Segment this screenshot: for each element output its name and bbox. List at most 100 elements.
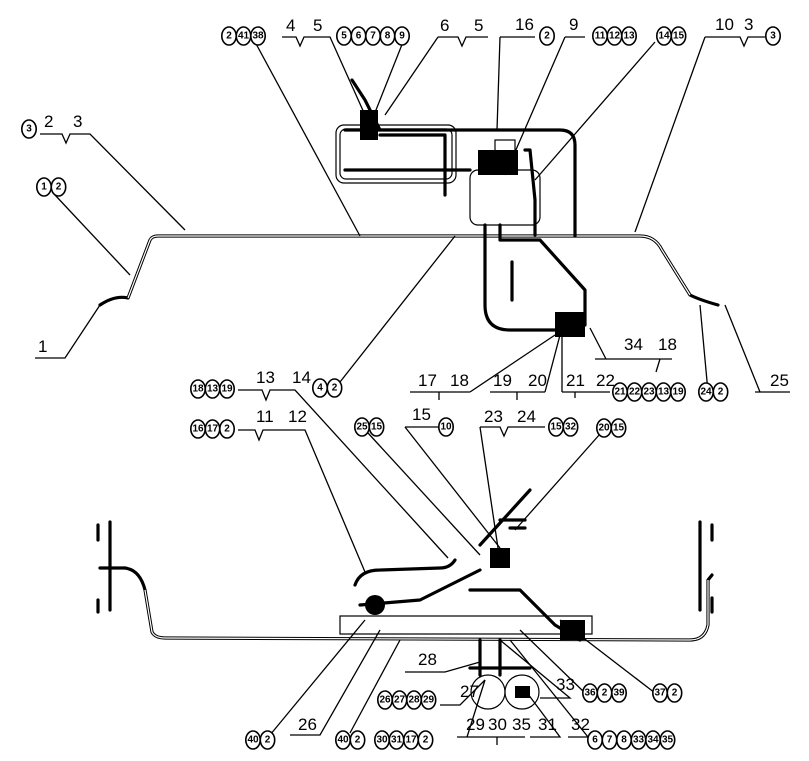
circled-number: 6 <box>356 31 362 42</box>
callout-number: 13 <box>256 368 275 387</box>
circled-number: 17 <box>207 424 219 435</box>
main-pipe-bottom <box>123 566 714 642</box>
callout-circle <box>368 417 385 437</box>
circled-number: 8 <box>621 735 627 746</box>
callout-circle <box>259 730 276 750</box>
circled-number: 8 <box>385 31 391 42</box>
circled-number: 12 <box>609 31 621 42</box>
circled-callout-group: 2 <box>538 26 555 46</box>
callout-number: 15 <box>412 405 431 424</box>
circled-number: 19 <box>221 384 233 395</box>
circled-number: 26 <box>379 695 391 706</box>
callout-circle <box>764 26 781 46</box>
leader-lines <box>35 36 790 745</box>
circled-number: 6 <box>592 735 598 746</box>
bottom-assembly <box>96 488 714 710</box>
circled-number: 15 <box>550 422 562 433</box>
callout-circle <box>50 177 67 197</box>
callout-circle <box>437 417 454 437</box>
circled-number: 2 <box>672 688 678 699</box>
circled-number: 22 <box>629 387 641 398</box>
callout-number: 32 <box>571 715 590 734</box>
callout-number: 20 <box>528 371 547 390</box>
circled-number: 13 <box>658 387 670 398</box>
callout-number: 26 <box>298 715 317 734</box>
circled-number: 36 <box>584 688 596 699</box>
circled-number: 5 <box>341 31 347 42</box>
callout-circle <box>420 690 437 710</box>
circled-number: 2 <box>423 735 429 746</box>
circled-callout-group: 10 <box>437 417 454 437</box>
circled-number: 2 <box>56 182 62 193</box>
circled-number: 4 <box>317 383 323 394</box>
circled-number: 15 <box>613 423 625 434</box>
tank-pipe <box>343 128 577 238</box>
air-tank-outline <box>335 124 457 184</box>
callout-circle <box>562 417 579 437</box>
callout-number: 4 <box>286 16 295 35</box>
circled-number: 18 <box>192 384 204 395</box>
left-bracket <box>96 520 127 614</box>
circled-number: 23 <box>643 387 655 398</box>
circled-number: 15 <box>371 422 383 433</box>
callout-circle <box>250 26 267 46</box>
circled-number: 28 <box>408 695 420 706</box>
circled-number: 2 <box>332 383 338 394</box>
brake-chamber-left <box>365 595 385 615</box>
callout-number: 5 <box>474 16 483 35</box>
callout-number: 17 <box>418 371 437 390</box>
callout-number: 18 <box>450 371 469 390</box>
callout-number: 9 <box>569 15 578 34</box>
callout-circle <box>219 419 236 439</box>
callout-number: 23 <box>484 407 503 426</box>
circled-number: 29 <box>423 695 435 706</box>
callout-number: 19 <box>493 371 512 390</box>
callout-number: 2 <box>44 112 53 131</box>
frame-rail <box>339 615 593 635</box>
circled-number: 31 <box>391 735 403 746</box>
callout-number: 11 <box>256 407 274 426</box>
callout-number: 27 <box>460 682 479 701</box>
circled-number: 13 <box>623 31 635 42</box>
callout-number: 33 <box>556 675 575 694</box>
callout-circle <box>620 26 637 46</box>
callout-circle <box>669 382 686 402</box>
callout-circle <box>659 730 676 750</box>
callout-circle <box>349 730 366 750</box>
circled-number: 2 <box>544 31 550 42</box>
circled-number: 19 <box>672 387 684 398</box>
circled-callout-group: 36 2 39 <box>581 683 627 703</box>
callout-number: 25 <box>770 371 789 390</box>
circled-number: 16 <box>192 424 204 435</box>
circled-number: 39 <box>613 688 625 699</box>
circled-number: 2 <box>355 735 361 746</box>
circled-number: 15 <box>673 31 685 42</box>
circled-number: 3 <box>770 31 776 42</box>
circled-number: 24 <box>700 387 712 398</box>
circled-number: 40 <box>247 735 259 746</box>
air-tank-right <box>504 674 540 710</box>
circled-number: 25 <box>356 422 368 433</box>
circled-number: 1 <box>41 182 47 193</box>
circled-number: 13 <box>207 384 219 395</box>
circled-number: 21 <box>614 387 626 398</box>
callout-number: 5 <box>313 16 322 35</box>
callout-number: 10 <box>715 15 734 34</box>
circled-number: 2 <box>224 424 230 435</box>
circled-number: 2 <box>602 688 608 699</box>
callout-number: 34 <box>624 335 643 354</box>
callout-number: 22 <box>596 371 615 390</box>
